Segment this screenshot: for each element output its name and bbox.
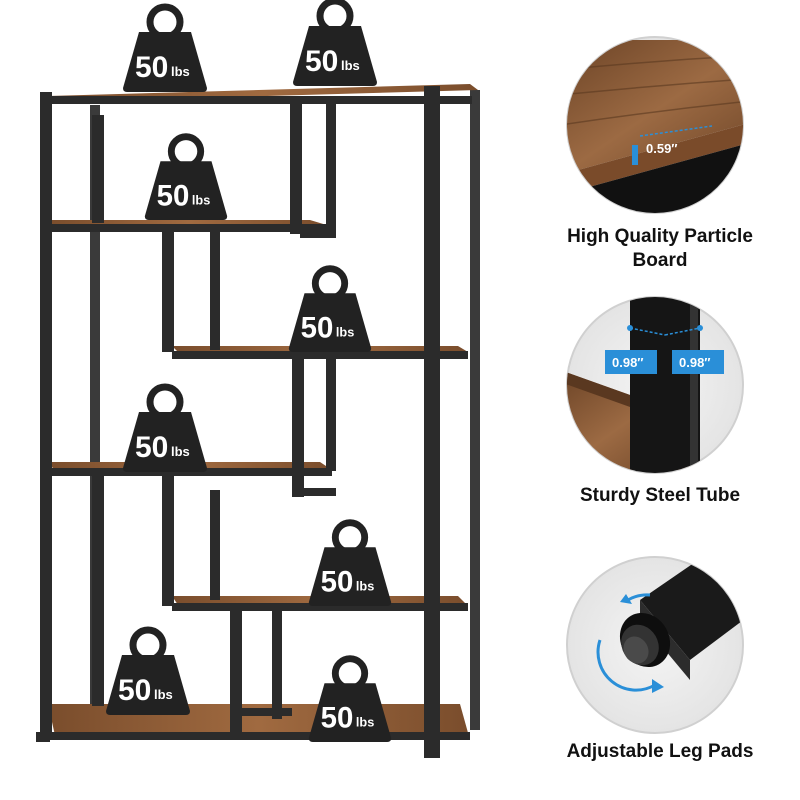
rotate-arrows-icon	[596, 593, 664, 693]
feature-label-steel-tube: Sturdy Steel Tube	[579, 485, 741, 506]
weight-body	[308, 683, 392, 742]
weight-value: 50	[321, 701, 354, 734]
tube-dimension-markers: 0.98″ 0.98″	[605, 325, 724, 374]
tube-width-right-label: 0.98″	[679, 355, 711, 370]
board-thickness-marker: 0.59″	[632, 125, 713, 165]
weight-body	[293, 26, 377, 86]
shelf-frame-back	[90, 90, 480, 730]
weight-unit: lbs	[171, 64, 190, 79]
weight-value: 50	[118, 674, 151, 707]
weight-body	[144, 161, 228, 220]
weight-value: 50	[305, 45, 338, 78]
weight-value: 50	[157, 179, 190, 212]
shelf-boards	[48, 84, 478, 740]
weight-body	[123, 32, 207, 92]
tube-width-left-label: 0.98″	[612, 355, 644, 370]
steel-tube-closeup: 0.98″ 0.98″	[566, 296, 744, 474]
weight-body	[106, 655, 190, 715]
board-thickness-label: 0.59″	[646, 141, 678, 156]
feature-label-leg-pads: Adjustable Leg Pads	[566, 741, 754, 762]
feature-label-particle-board: High Quality Particle Board	[567, 226, 753, 271]
weight-value: 50	[301, 311, 334, 344]
weight-body	[123, 412, 207, 472]
bookshelf	[36, 84, 480, 758]
weight-unit: lbs	[356, 714, 374, 729]
weight-value: 50	[135, 51, 168, 84]
weight-unit: lbs	[171, 444, 190, 459]
weight-unit: lbs	[336, 324, 354, 339]
weight-value: 50	[135, 431, 168, 464]
weight-unit: lbs	[154, 687, 173, 702]
weight-value: 50	[321, 565, 354, 598]
weight-unit: lbs	[341, 58, 360, 73]
particle-board-closeup: 0.59″	[566, 36, 744, 214]
weight-unit: lbs	[356, 578, 374, 593]
shelf-frame-front	[36, 86, 440, 758]
weight-body	[288, 293, 372, 352]
weight-unit: lbs	[192, 192, 210, 207]
weight-body	[308, 547, 392, 606]
leg-pad-closeup	[566, 556, 744, 734]
